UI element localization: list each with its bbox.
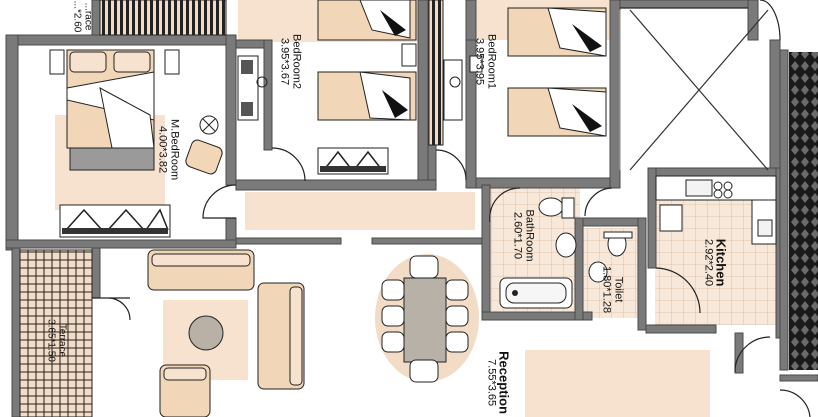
bathroom-fixtures xyxy=(499,197,577,309)
room-dims: 7.55*3.65 xyxy=(485,359,498,407)
room-label-bedroom1: BedRoom1 3.95*3.95 xyxy=(473,27,498,97)
atrium-opening xyxy=(619,9,769,171)
room-name: Kitchen xyxy=(713,238,729,287)
room-name: Reception xyxy=(496,351,512,415)
room-label-kitchen: Kitchen 2.92*2.40 xyxy=(702,220,729,306)
room-label-reception: Reception 7.55*3.65 xyxy=(485,335,512,417)
room-name: Toilet xyxy=(612,276,625,303)
room-dims: 3.95*3.95 xyxy=(474,37,486,86)
toilet-fixtures xyxy=(588,231,633,283)
dining-set xyxy=(375,254,479,383)
room-label-toilet: Toilet 1.80*1.28 xyxy=(600,260,625,320)
terrace-deck xyxy=(19,249,93,417)
room-dims: ...*2.60 xyxy=(72,0,83,33)
room-dims: 2.92*2.40 xyxy=(702,239,715,287)
top-terrace-deck xyxy=(99,0,227,36)
room-label-bathroom: BathRoom 2.60*1.70 xyxy=(511,201,536,271)
doors xyxy=(92,0,811,417)
room-label-master-bedroom: M.BedRoom 4.00*3.82 xyxy=(156,110,181,190)
room-dims: 1.80*1.28 xyxy=(601,265,613,314)
room-name: BedRoom2 xyxy=(290,34,303,90)
room-dims: 3.95*3.67 xyxy=(279,37,291,86)
right-balcony-railing xyxy=(789,52,818,370)
room-name: Terrace xyxy=(56,323,68,358)
master-bed xyxy=(49,49,180,171)
bedroom1-beds xyxy=(507,7,607,137)
room-label-terrace-top: ...race ...*2.60 xyxy=(72,0,94,47)
kitchen-counters xyxy=(655,175,777,245)
room-dims: 3.65*1.50 xyxy=(46,319,57,362)
sofa-set xyxy=(147,249,305,417)
room-label-terrace: Terrace 3.65*1.50 xyxy=(46,305,68,377)
room-name: BedRoom1 xyxy=(485,34,498,90)
bedroom1-wardrobe xyxy=(428,0,463,146)
room-name: ...race xyxy=(82,2,94,31)
bedroom2-desk xyxy=(237,55,268,121)
bedroom2-beds xyxy=(317,0,417,175)
master-armchair xyxy=(185,115,223,175)
room-dims: 2.60*1.70 xyxy=(512,211,524,260)
walls xyxy=(5,0,818,417)
room-dims: 4.00*3.82 xyxy=(157,125,169,174)
room-label-bedroom2: BedRoom2 3.95*3.67 xyxy=(278,27,303,97)
room-name: M.BedRoom xyxy=(168,118,181,181)
room-name: BathRoom xyxy=(523,209,536,262)
master-wardrobe xyxy=(59,204,171,238)
